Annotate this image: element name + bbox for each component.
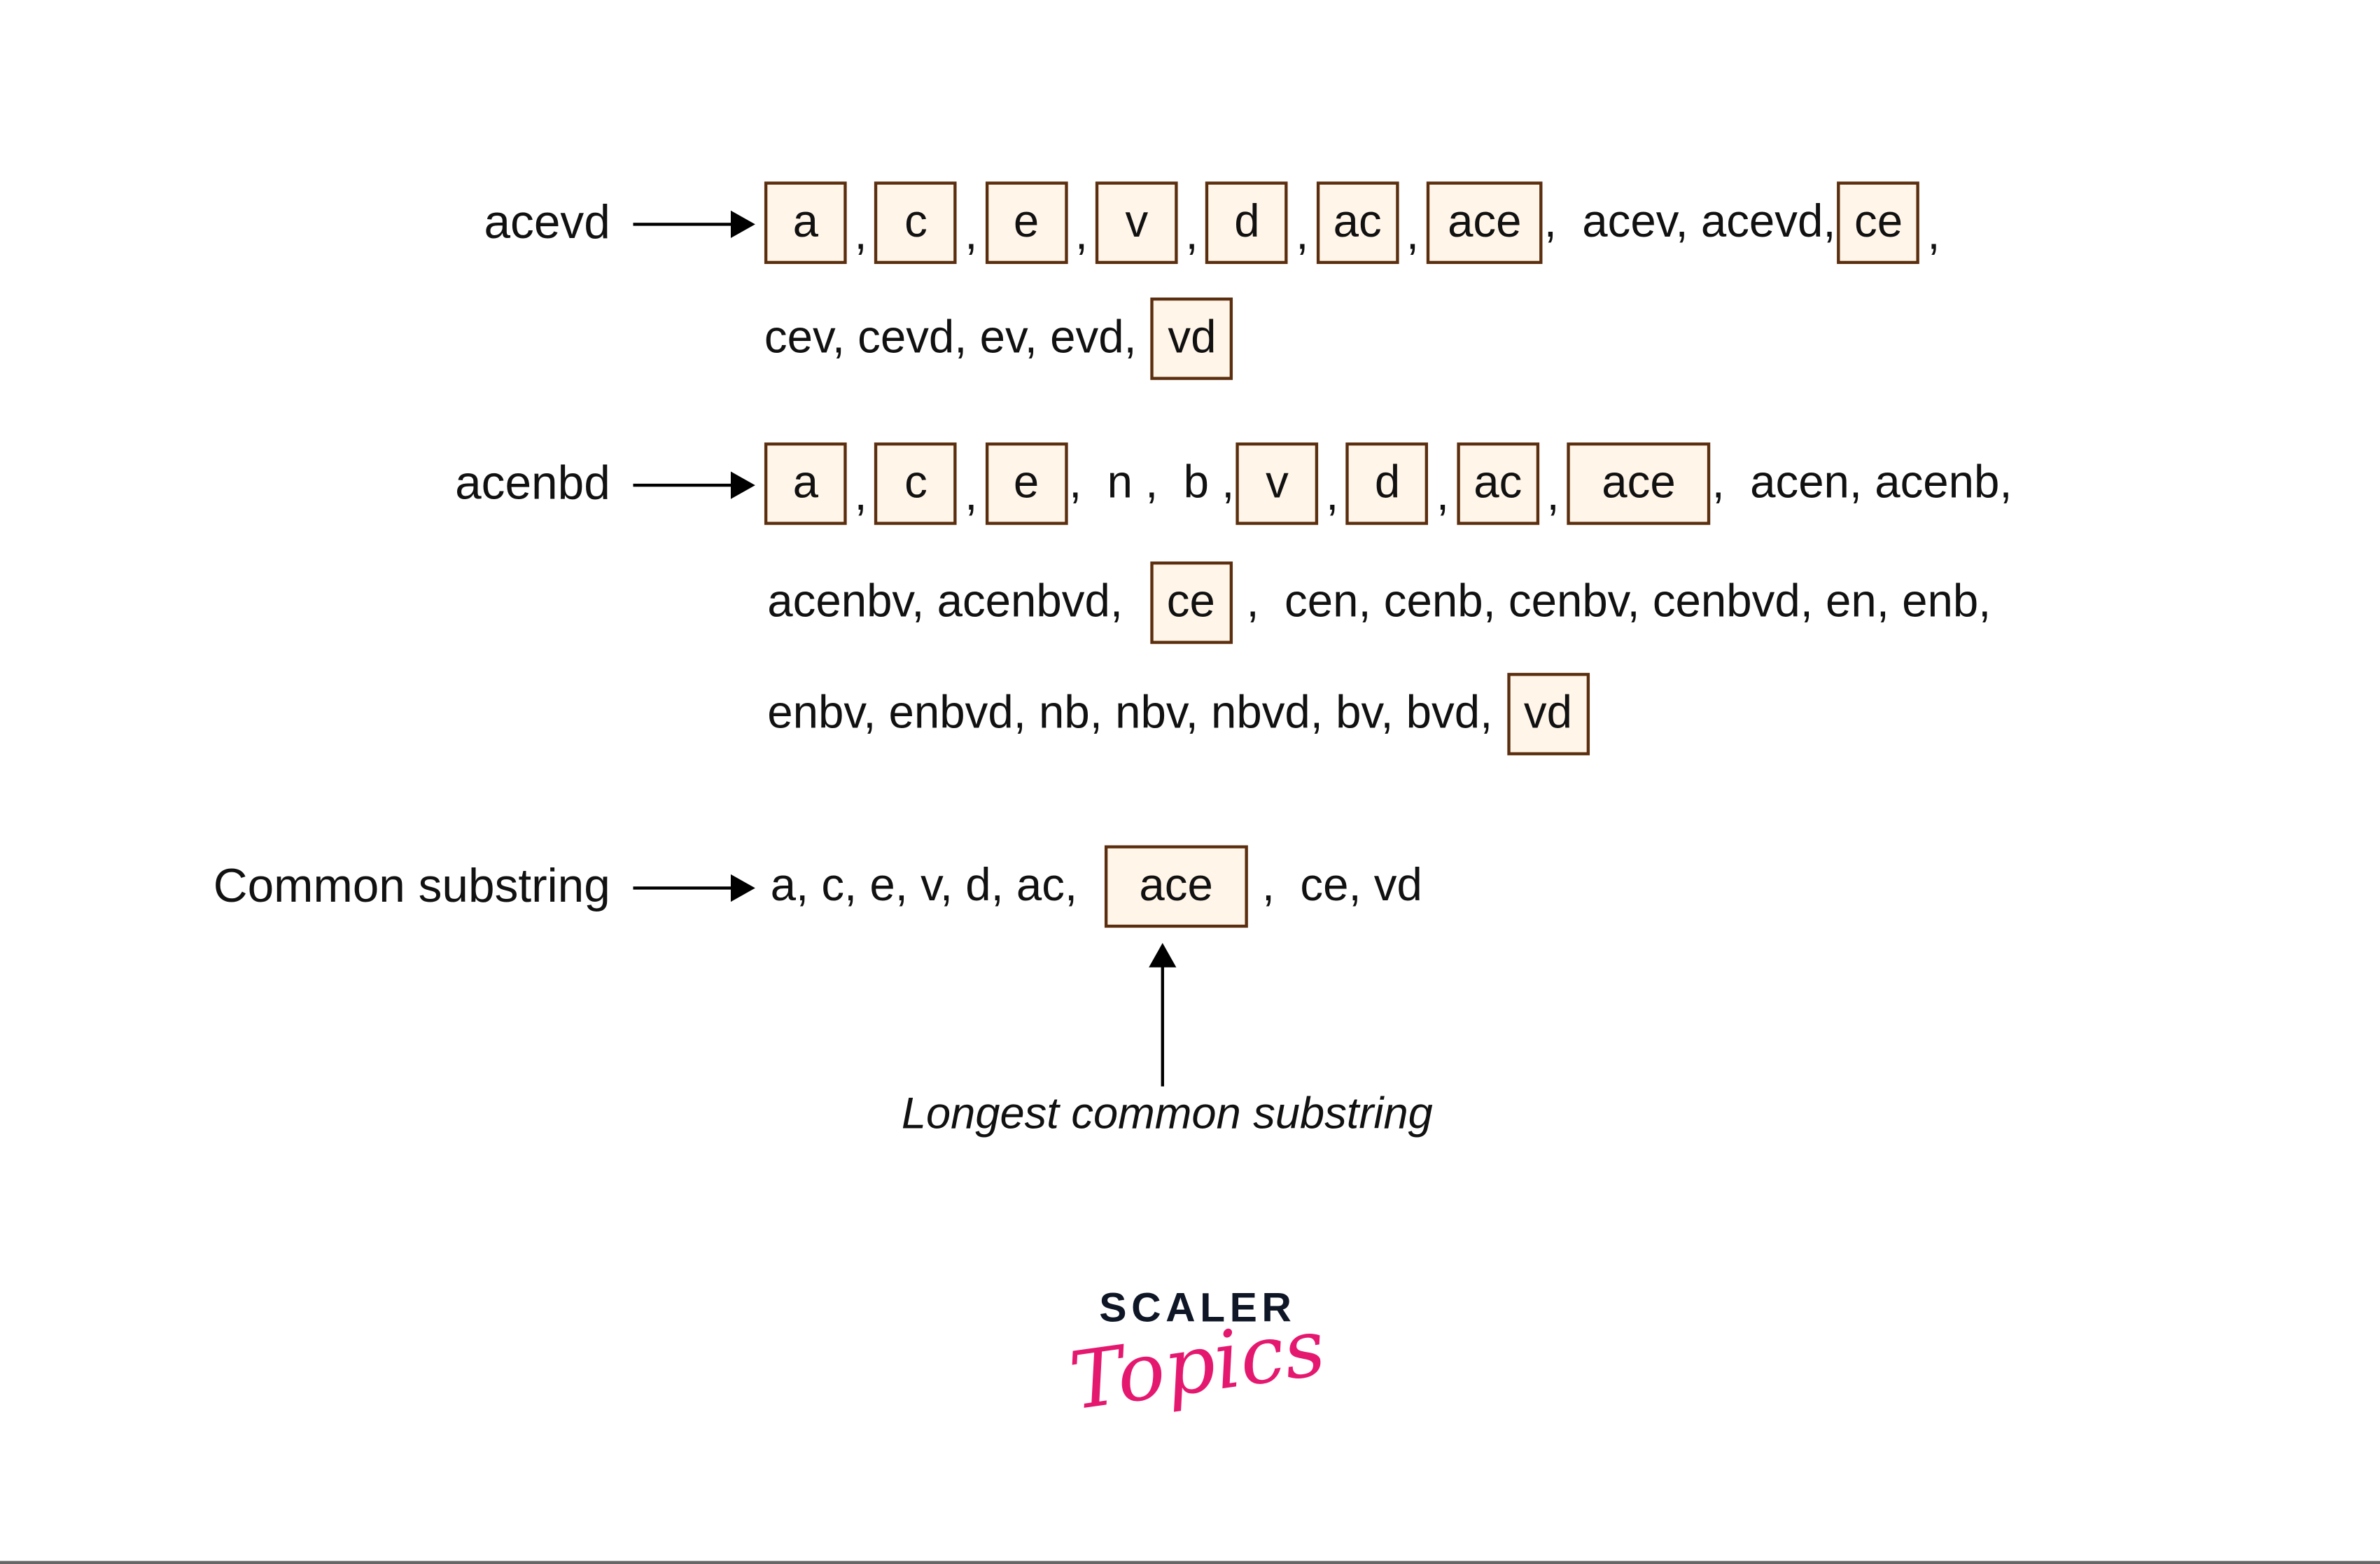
common-substring-box: ace bbox=[1104, 845, 1248, 928]
separator: , bbox=[1927, 209, 1940, 260]
common-substring-box: ace bbox=[1426, 181, 1543, 265]
common-substring-box: c bbox=[874, 181, 958, 265]
common-substring-box: v bbox=[1095, 181, 1178, 265]
common-substring-box: d bbox=[1205, 181, 1289, 265]
common-substring-box: c bbox=[874, 442, 958, 525]
substring-text: cev, cevd, ev, evd, bbox=[764, 312, 1149, 363]
common-substring-box: a bbox=[764, 181, 847, 265]
logo-scaler-text: SCALER bbox=[1099, 1285, 1296, 1331]
substring-text: enbv, enbvd, nb, nbv, nbvd, bv, bvd, bbox=[767, 687, 1506, 739]
right-arrow-icon bbox=[633, 210, 755, 239]
substring-row: cev, cevd, ev, evd, vd bbox=[764, 298, 1235, 380]
substring-text: , ce, vd bbox=[1249, 860, 1422, 912]
row-label: acenbd bbox=[455, 456, 610, 510]
substring-row: a,c,e, n , b ,v,d,ac,ace, acen, acenb, bbox=[763, 442, 2012, 525]
common-substring-box: ac bbox=[1316, 181, 1399, 265]
substring-text: , acev, acevd, bbox=[1544, 197, 1836, 248]
longest-common-substring-label: Longest common substring bbox=[901, 1090, 1433, 1139]
common-substring-box: vd bbox=[1506, 673, 1590, 755]
substring-text: , cen, cenb, cenbv, cenbvd, en, enb, bbox=[1233, 576, 1991, 627]
substring-row: a,c,e,v,d,ac,ace, acev, acevd,ce, bbox=[763, 181, 1946, 265]
separator: , bbox=[1326, 470, 1339, 521]
common-substring-box: e bbox=[985, 181, 1068, 265]
separator: , bbox=[1296, 209, 1309, 260]
common-substring-box: ce bbox=[1149, 561, 1233, 644]
common-substring-box: e bbox=[985, 442, 1068, 525]
substring-text: a, c, e, v, d, ac, bbox=[770, 860, 1103, 912]
common-substring-box: a bbox=[764, 442, 847, 525]
separator: , bbox=[1546, 470, 1560, 521]
row-label: acevd bbox=[484, 195, 610, 249]
common-substring-box: v bbox=[1236, 442, 1319, 525]
common-substring-box: ac bbox=[1456, 442, 1539, 525]
separator: , bbox=[965, 470, 978, 521]
separator: , bbox=[1436, 470, 1450, 521]
common-substring-box: d bbox=[1346, 442, 1429, 525]
row-label: Common substring bbox=[213, 859, 610, 913]
substring-row: acenbv, acenbvd, ce , cen, cenb, cenbv, … bbox=[767, 561, 1991, 644]
separator: , bbox=[965, 209, 978, 260]
substring-text: acenbv, acenbvd, bbox=[767, 576, 1149, 627]
bottom-divider bbox=[0, 1560, 2380, 1564]
substring-row: enbv, enbvd, nb, nbv, nbvd, bv, bvd, vd bbox=[767, 673, 1590, 755]
common-substring-box: vd bbox=[1151, 298, 1233, 380]
separator: , bbox=[1406, 209, 1420, 260]
right-arrow-icon bbox=[633, 874, 755, 902]
common-substring-box: ace bbox=[1567, 442, 1711, 525]
substring-text: , n , b , bbox=[1069, 457, 1235, 508]
separator: , bbox=[854, 470, 867, 521]
separator: , bbox=[854, 209, 867, 260]
substring-row: a, c, e, v, d, ac, ace , ce, vd bbox=[771, 845, 1422, 928]
common-substring-box: ce bbox=[1837, 181, 1920, 265]
right-arrow-icon bbox=[633, 471, 755, 499]
up-arrow-icon bbox=[1149, 942, 1177, 1087]
separator: , bbox=[1185, 209, 1198, 260]
separator: , bbox=[1074, 209, 1088, 260]
scaler-topics-logo: SCALER Topics bbox=[1065, 1285, 1331, 1429]
substring-text: , acen, acenb, bbox=[1712, 457, 2012, 508]
